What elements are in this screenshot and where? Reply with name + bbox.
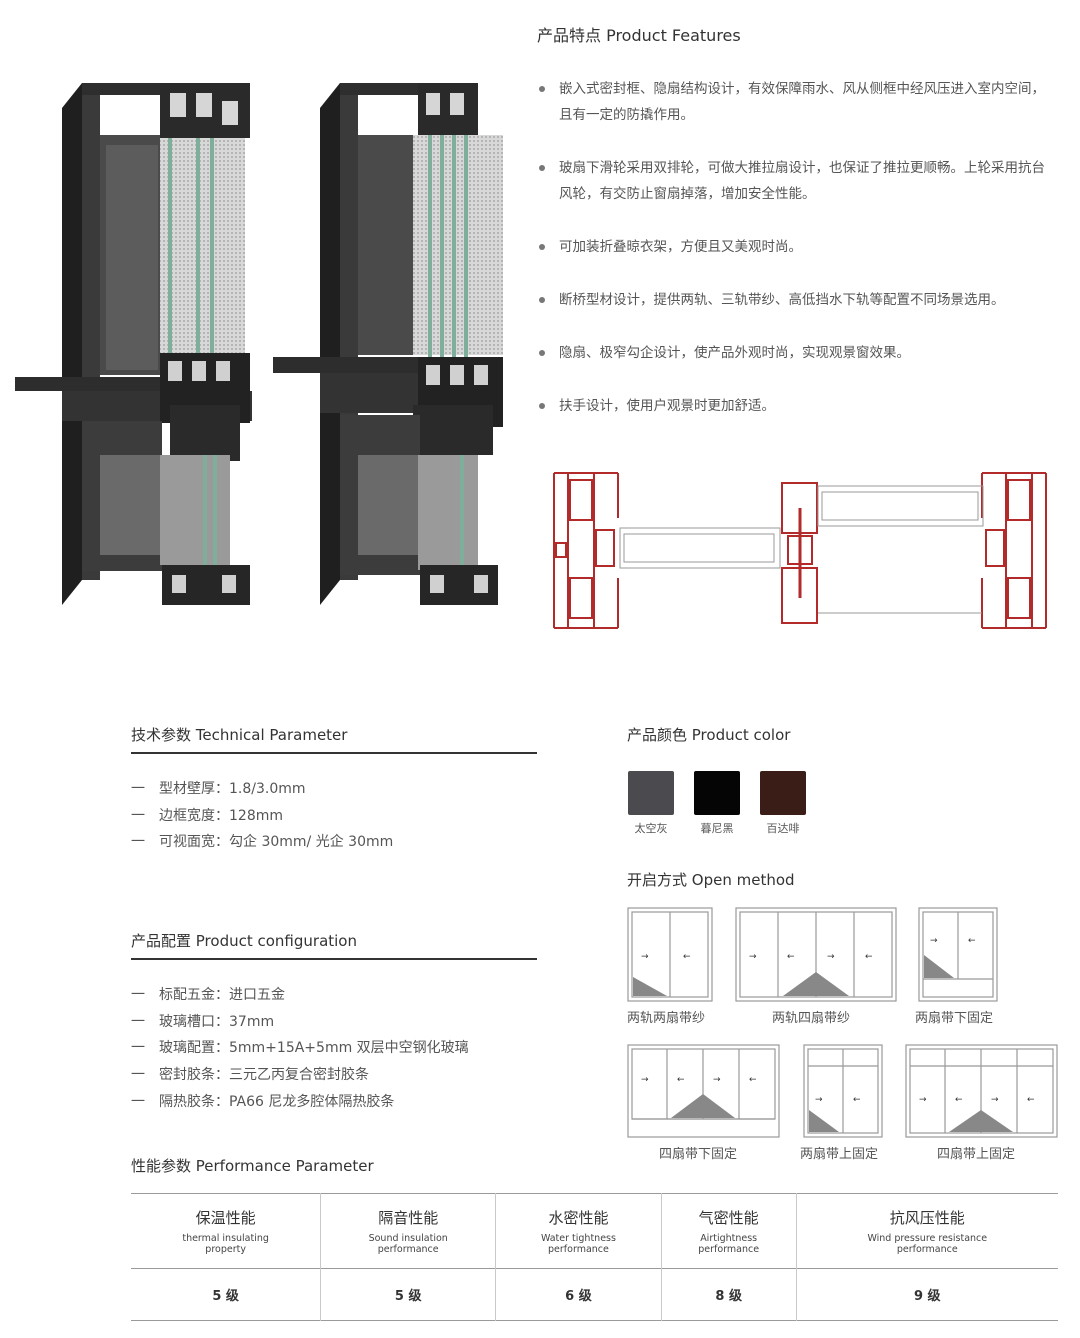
technical-item: 一可视面宽：勾企 30mm/ 光企 30mm bbox=[131, 834, 394, 851]
svg-text:←: ← bbox=[853, 1095, 861, 1105]
open-method-title: 开启方式 Open method bbox=[627, 871, 795, 889]
svg-text:←: ← bbox=[683, 952, 691, 962]
performance-value: 6 级 bbox=[495, 1268, 662, 1321]
configuration-item: 一玻璃槽口：37mm bbox=[131, 1013, 275, 1030]
svg-text:→: → bbox=[991, 1095, 999, 1105]
open-method-diagram-3: →← bbox=[918, 907, 998, 1002]
configuration-divider bbox=[131, 958, 537, 960]
technical-title: 技术参数 Technical Parameter bbox=[131, 726, 348, 744]
svg-text:→: → bbox=[641, 1075, 649, 1085]
open-method-label: 四扇带下固定 bbox=[659, 1147, 738, 1162]
svg-text:→: → bbox=[815, 1095, 823, 1105]
feature-item: 扶手设计，使用户观景时更加舒适。 bbox=[537, 393, 1057, 419]
svg-text:→: → bbox=[641, 952, 649, 962]
open-method-label: 两扇带下固定 bbox=[915, 1011, 994, 1026]
open-method-diagram-1: →← bbox=[627, 907, 713, 1002]
color-swatch-brown: 百达啡 bbox=[753, 771, 813, 836]
performance-value: 9 级 bbox=[913, 1289, 941, 1304]
configuration-item: 一标配五金：进口五金 bbox=[131, 987, 285, 1003]
svg-text:←: ← bbox=[955, 1095, 963, 1105]
window-section-rendering-left bbox=[15, 83, 252, 605]
technical-divider bbox=[131, 752, 537, 754]
open-method-label: 四扇带上固定 bbox=[937, 1147, 1016, 1162]
window-section-rendering-right bbox=[273, 83, 503, 605]
svg-text:→: → bbox=[827, 952, 835, 962]
features-list: 嵌入式密封框、隐扇结构设计，有效保障雨水、风从侧框中经风压进入室内空间，且有一定… bbox=[537, 76, 1057, 446]
configuration-item: 一密封胶条：三元乙丙复合密封胶条 bbox=[131, 1067, 369, 1084]
profile-section-diagram bbox=[553, 472, 1047, 629]
open-method-label: 两轨四扇带纱 bbox=[772, 1011, 851, 1026]
swatch-chip bbox=[694, 771, 740, 815]
open-method-diagram-6: → ← → ← bbox=[905, 1044, 1058, 1138]
configuration-item: 一玻璃配置：5mm+15A+5mm 双层中空钢化玻璃 bbox=[131, 1040, 469, 1057]
svg-text:←: ← bbox=[968, 936, 976, 946]
svg-text:→: → bbox=[749, 952, 757, 962]
technical-item: 一边框宽度：128mm bbox=[131, 807, 283, 824]
technical-item: 一型材壁厚：1.8/3.0mm bbox=[131, 781, 306, 797]
open-method-diagram-2: → ← → ← bbox=[735, 907, 897, 1002]
open-method-diagram-4: → ← → ← bbox=[627, 1044, 780, 1138]
feature-item: 嵌入式密封框、隐扇结构设计，有效保障雨水、风从侧框中经风压进入室内空间，且有一定… bbox=[537, 76, 1057, 128]
features-title: 产品特点 Product Features bbox=[537, 26, 741, 45]
performance-title: 性能参数 Performance Parameter bbox=[131, 1157, 374, 1175]
svg-text:→: → bbox=[930, 936, 938, 946]
svg-text:←: ← bbox=[865, 952, 873, 962]
swatch-chip bbox=[628, 771, 674, 815]
svg-text:→: → bbox=[919, 1095, 927, 1105]
svg-text:←: ← bbox=[677, 1075, 685, 1085]
color-swatch-space-gray: 太空灰 bbox=[621, 771, 681, 836]
performance-value: 8 级 bbox=[661, 1268, 797, 1321]
configuration-item: 一隔热胶条：PA66 尼龙多腔体隔热胶条 bbox=[131, 1093, 395, 1110]
open-method-diagram-5: →← bbox=[803, 1044, 883, 1138]
configuration-list: 一标配五金：进口五金 一玻璃槽口：37mm 一玻璃配置：5mm+15A+5mm … bbox=[131, 982, 469, 1116]
open-method-label: 两扇带上固定 bbox=[800, 1147, 879, 1162]
performance-value-row: 5 级 5 级 6 级 8 级 9 级 bbox=[131, 1268, 1058, 1321]
performance-value: 5 级 bbox=[320, 1268, 497, 1321]
technical-list: 一型材壁厚：1.8/3.0mm 一边框宽度：128mm 一可视面宽：勾企 30m… bbox=[131, 776, 393, 856]
feature-item: 可加装折叠晾衣架，方便且又美观时尚。 bbox=[537, 234, 1057, 260]
svg-text:←: ← bbox=[787, 952, 795, 962]
svg-text:←: ← bbox=[749, 1075, 757, 1085]
feature-item: 玻扇下滑轮采用双排轮，可做大推拉扇设计，也保证了推拉更顺畅。上轮采用抗台风轮，有… bbox=[537, 155, 1057, 207]
open-method-label: 两轨两扇带纱 bbox=[627, 1011, 706, 1026]
color-swatch-black: 暮尼黑 bbox=[687, 771, 747, 836]
svg-text:←: ← bbox=[1027, 1095, 1035, 1105]
feature-item: 断桥型材设计，提供两轨、三轨带纱、高低挡水下轨等配置不同场景选用。 bbox=[537, 287, 1057, 313]
svg-text:→: → bbox=[713, 1075, 721, 1085]
color-title: 产品颜色 Product color bbox=[627, 726, 791, 744]
performance-value: 5 级 bbox=[131, 1268, 322, 1321]
configuration-title: 产品配置 Product configuration bbox=[131, 932, 357, 950]
swatch-chip bbox=[760, 771, 806, 815]
feature-item: 隐扇、极窄勾企设计，使产品外观时尚，实现观景窗效果。 bbox=[537, 340, 1057, 366]
